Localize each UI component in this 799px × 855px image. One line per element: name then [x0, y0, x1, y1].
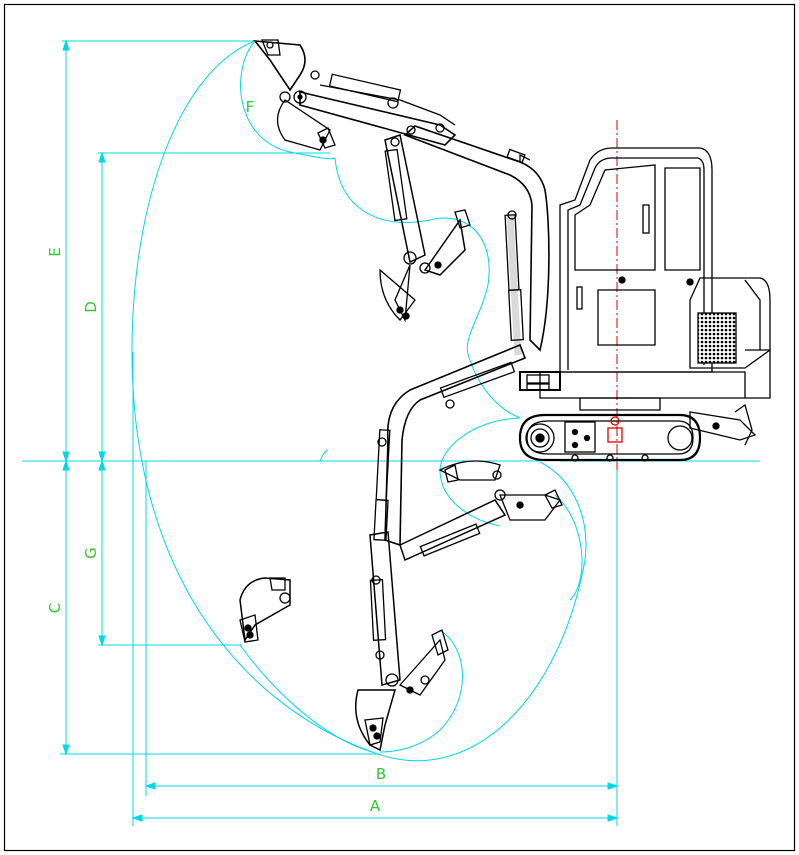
cab [559, 147, 713, 373]
drawing-frame [3, 3, 796, 852]
label-C: C [46, 603, 64, 613]
arm-lowered [369, 489, 507, 687]
arm-mid [379, 134, 471, 323]
boom-raised [403, 125, 550, 356]
label-G: G [82, 547, 100, 559]
label-B: B [376, 765, 386, 783]
working-range-envelope [131, 40, 587, 762]
engine-grille [697, 312, 737, 364]
label-A: A [370, 797, 381, 815]
bucket-lowered [355, 629, 449, 752]
label-F: F [246, 98, 255, 116]
lower-reach-arc [439, 417, 521, 527]
dozer-blade [689, 403, 757, 446]
dimension-lines [22, 39, 760, 826]
arm-raised [293, 73, 457, 146]
boom-lowered [373, 343, 527, 547]
dimension-labels: E C D G F B A [46, 98, 386, 815]
bucket-curled [438, 460, 563, 521]
bucket-vertical-wall [239, 577, 291, 643]
label-E: E [46, 247, 64, 256]
crawler-track [518, 413, 702, 462]
bucket-raised [253, 39, 336, 151]
upper-reach-arc [240, 40, 336, 160]
excavator-machine [239, 39, 771, 752]
engine-cover [689, 277, 771, 399]
label-D: D [82, 301, 100, 313]
